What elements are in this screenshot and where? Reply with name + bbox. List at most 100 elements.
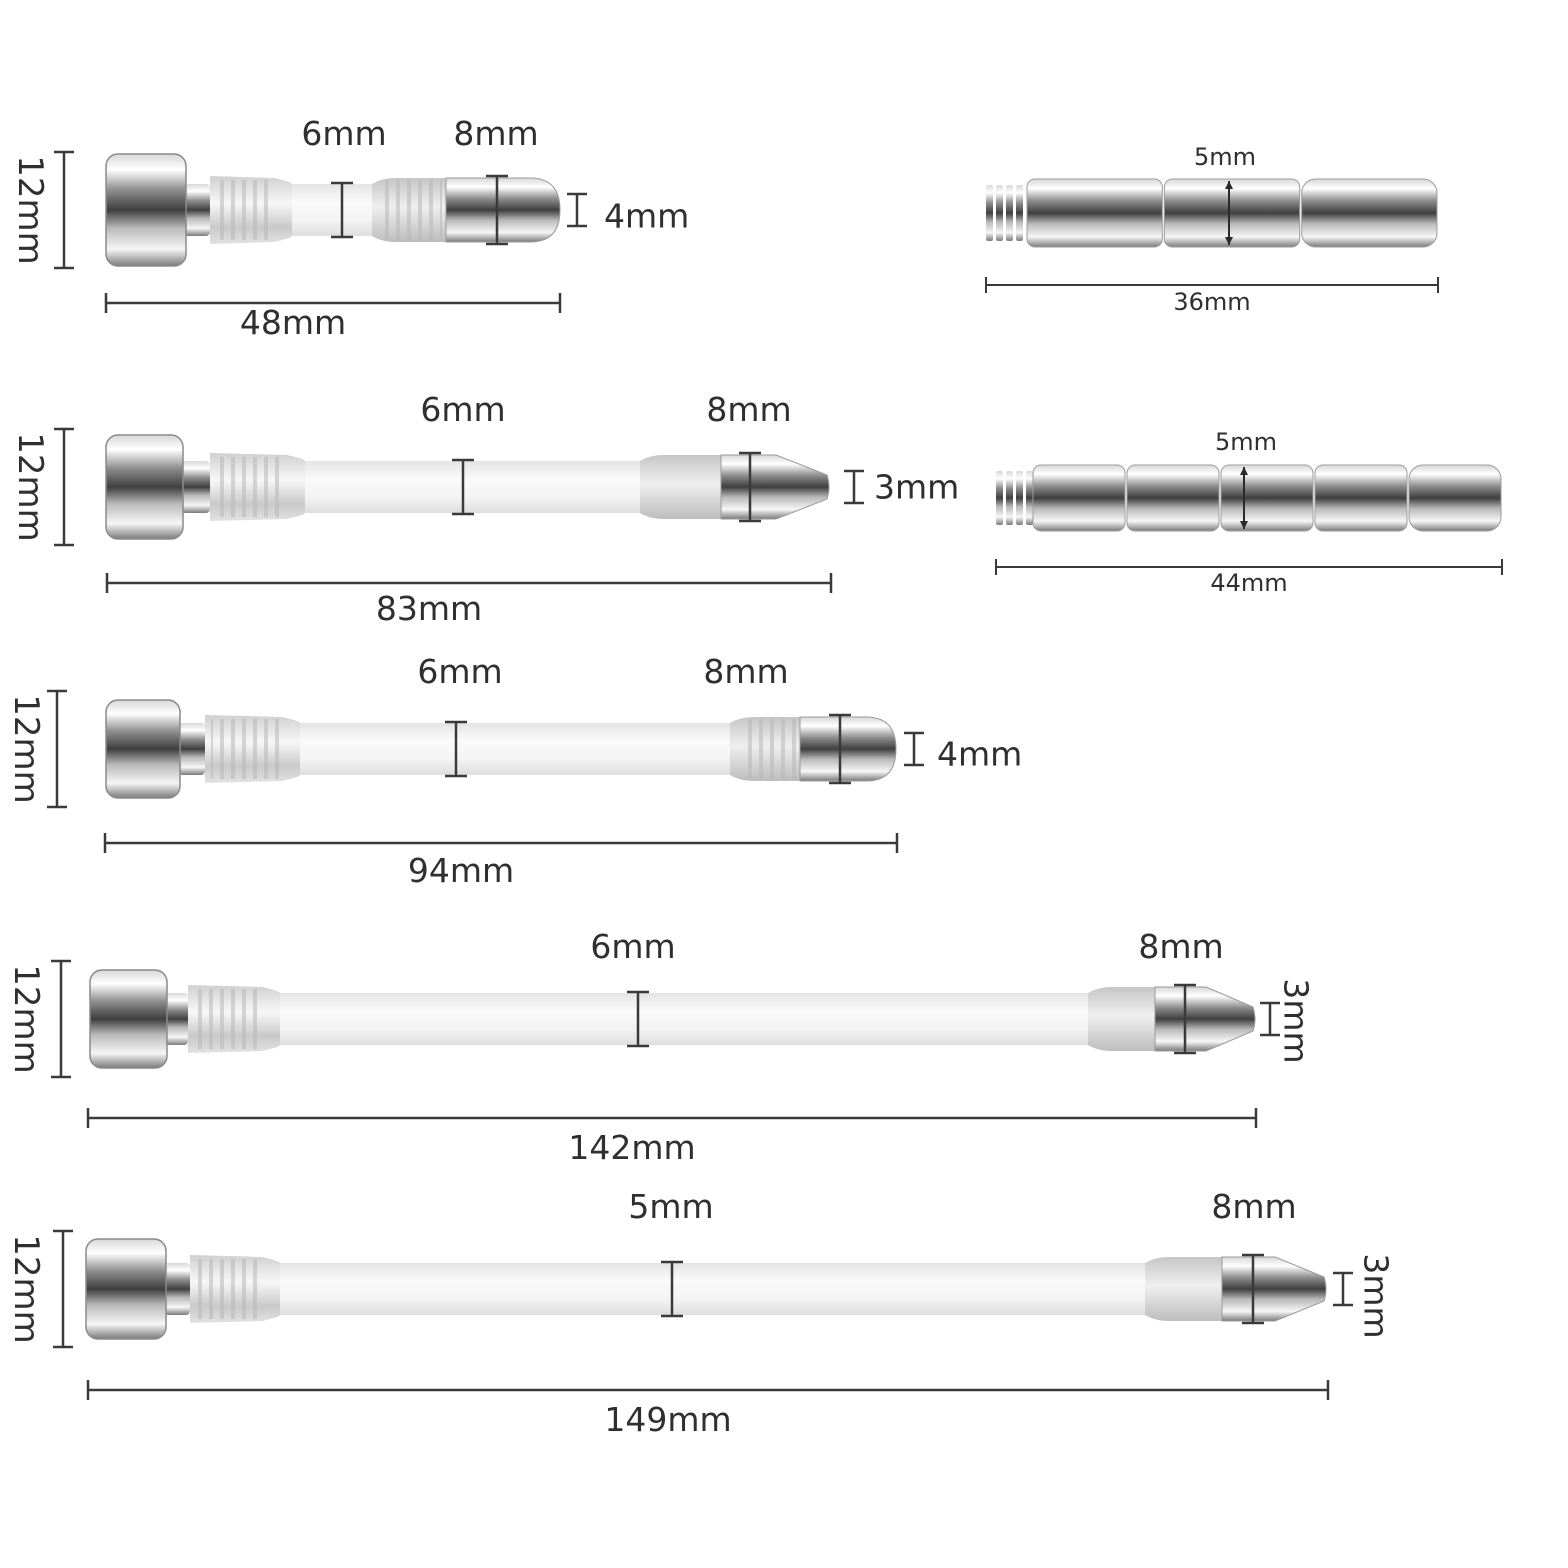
tip-diameter-bar — [486, 174, 508, 246]
grip-ridges — [194, 989, 260, 1049]
head-diameter-label: 12mm — [6, 964, 46, 1074]
silicone-shaft — [300, 723, 730, 775]
insert-segment — [1408, 464, 1502, 532]
metal-tip — [1154, 986, 1256, 1052]
tip-end-bar — [1260, 1001, 1280, 1037]
tip-diameter-label: 8mm — [706, 390, 791, 429]
shaft-diameter-bar — [445, 720, 467, 778]
tip-diameter-bar — [739, 451, 761, 523]
insert-segment — [1163, 178, 1301, 248]
head-diameter-label: 12mm — [10, 432, 50, 542]
tip-end-label: 3mm — [874, 468, 959, 507]
head-diameter-label: 12mm — [6, 694, 46, 804]
rod-1: 12mm 6mm 8mm 4mm 48mm — [10, 114, 689, 342]
rod-4: 12mm 6mm 8mm 3mm 142mm — [6, 927, 1316, 1167]
tip-end-label: 4mm — [937, 735, 1022, 774]
tip-grip — [1088, 987, 1155, 1051]
silicone-shaft — [280, 1263, 1145, 1315]
tip-end-bar — [844, 469, 864, 505]
tip-end-label: 3mm — [1357, 1253, 1396, 1338]
grip-ridges — [211, 719, 280, 779]
insert-length-label: 44mm — [1210, 569, 1287, 597]
shaft-diameter-bar — [661, 1260, 683, 1318]
threaded-end — [986, 185, 1023, 241]
insert-segment — [1314, 464, 1408, 532]
metal-collar — [184, 184, 210, 236]
silicone-shaft — [280, 993, 1088, 1045]
tip-grip-ridges — [742, 719, 796, 779]
head-diameter-bar — [51, 959, 71, 1079]
insert-segment — [1032, 464, 1126, 532]
tip-grip-ridges — [384, 180, 442, 240]
shaft-diameter-label: 6mm — [301, 114, 386, 153]
insert-length-bar — [995, 559, 1503, 575]
metal-head — [89, 969, 168, 1069]
metal-tip — [720, 454, 830, 520]
metal-collar — [178, 723, 205, 775]
tip-diameter-label: 8mm — [1138, 927, 1223, 966]
silicone-shaft — [292, 184, 372, 236]
length-label: 94mm — [408, 851, 514, 890]
metal-head — [105, 699, 181, 799]
shaft-diameter-label: 6mm — [590, 927, 675, 966]
tip-grip — [1145, 1257, 1222, 1321]
shaft-diameter-label: 6mm — [420, 390, 505, 429]
tip-end-bar — [1333, 1271, 1353, 1307]
metal-collar — [164, 1263, 190, 1315]
shaft-diameter-bar — [627, 990, 649, 1048]
insert-length-bar — [985, 277, 1439, 293]
length-label: 48mm — [240, 303, 346, 342]
insert-diameter-label: 5mm — [1215, 428, 1277, 456]
tip-diameter-label: 8mm — [1211, 1187, 1296, 1226]
metal-tip — [799, 716, 897, 782]
grip-ridges — [216, 180, 272, 240]
insert-2: 5mm 44mm — [995, 428, 1503, 597]
tip-diameter-bar — [1174, 983, 1196, 1055]
metal-head — [85, 1238, 167, 1340]
length-label: 149mm — [604, 1400, 731, 1439]
insert-segment — [1301, 178, 1438, 248]
shaft-diameter-bar — [331, 181, 353, 239]
silicone-shaft — [305, 461, 640, 513]
insert-diameter-label: 5mm — [1194, 143, 1256, 171]
length-bar — [86, 1380, 1330, 1400]
length-bar — [86, 1108, 1258, 1128]
grip-ridges — [216, 457, 285, 517]
shaft-diameter-label: 6mm — [417, 652, 502, 691]
head-diameter-label: 12mm — [10, 155, 50, 265]
insert-segment — [1220, 464, 1314, 532]
length-label: 142mm — [568, 1128, 695, 1167]
insert-diameter-arrow — [1240, 467, 1248, 529]
head-diameter-bar — [54, 150, 74, 270]
tip-end-bar — [904, 731, 924, 767]
metal-head — [105, 434, 184, 540]
length-bar — [103, 833, 899, 853]
length-bar — [105, 573, 833, 593]
rod-2: 12mm 6mm 8mm 3mm 83mm — [10, 390, 959, 628]
insert-segment — [1126, 464, 1220, 532]
head-diameter-label: 12mm — [6, 1234, 46, 1344]
tip-grip — [640, 455, 721, 519]
tip-diameter-label: 8mm — [453, 114, 538, 153]
head-diameter-bar — [54, 427, 74, 547]
rod-3: 12mm 6mm 8mm 4mm 94mm — [6, 652, 1022, 890]
insert-segment — [1026, 178, 1163, 248]
tip-diameter-bar — [829, 713, 851, 785]
grip-ridges — [196, 1259, 260, 1319]
tip-end-label: 4mm — [604, 197, 689, 236]
tip-diameter-bar — [1242, 1253, 1264, 1325]
metal-collar — [165, 993, 188, 1045]
shaft-diameter-bar — [452, 458, 474, 516]
tip-diameter-label: 8mm — [703, 652, 788, 691]
head-diameter-bar — [47, 689, 67, 809]
metal-tip — [1221, 1256, 1327, 1322]
tip-end-label: 3mm — [1277, 978, 1316, 1063]
metal-tip — [445, 177, 561, 243]
length-bar — [104, 293, 562, 313]
length-label: 83mm — [376, 589, 482, 628]
metal-head — [105, 153, 187, 267]
metal-collar — [181, 461, 210, 513]
